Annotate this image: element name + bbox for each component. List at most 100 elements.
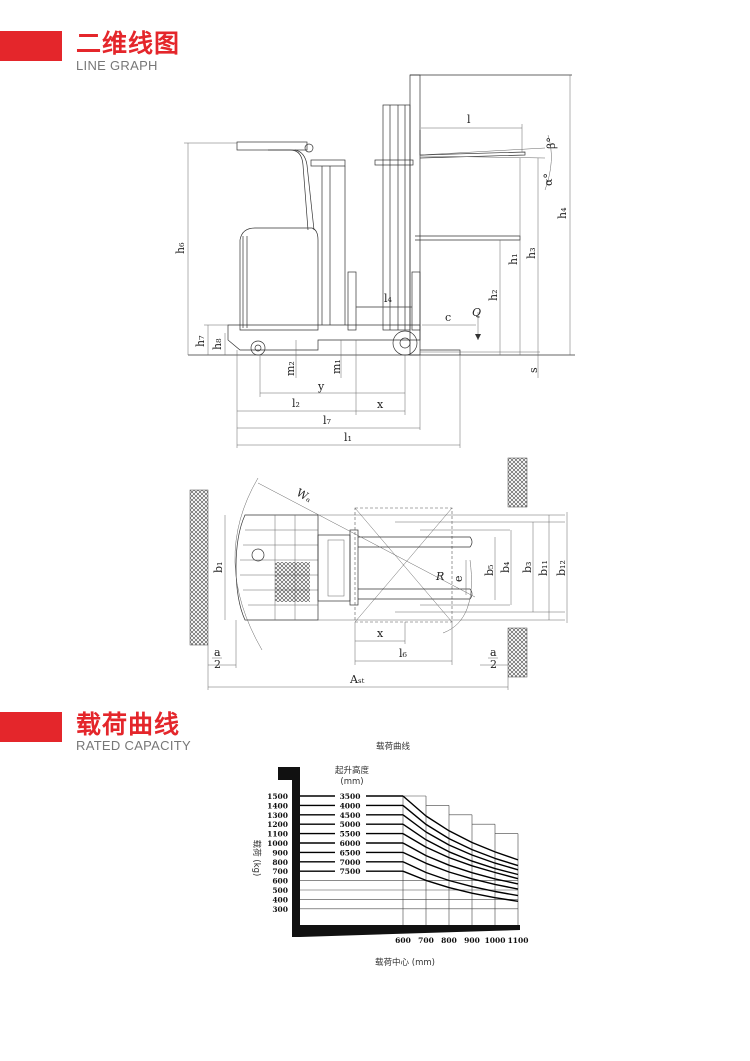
x-axis-label: 载荷中心 (mm) [375, 957, 435, 968]
dim-c: c [445, 311, 451, 324]
load-outline [354, 507, 453, 623]
dim-h2: h₂ [487, 290, 500, 302]
y-tick-label: 900 [272, 848, 288, 857]
load-Q: Q [472, 306, 481, 319]
fork-mid [415, 235, 521, 241]
carriage [317, 534, 351, 602]
x-tick-label: 600 [395, 936, 411, 945]
fork-top-view [358, 536, 473, 548]
dim-l6: l₆ [399, 647, 408, 660]
x-tick-label: 700 [418, 936, 434, 945]
series-label: 4000 [340, 801, 361, 810]
dim-e: e [452, 575, 465, 582]
dim-x: x [377, 398, 384, 411]
series-curve-4500 [402, 814, 519, 871]
y-tick-label: 500 [272, 886, 288, 895]
y-tick-label: 400 [272, 895, 288, 904]
series-curve-5000 [402, 823, 519, 876]
section-title-en: RATED CAPACITY [76, 738, 191, 753]
dim-l2: l₂ [292, 397, 300, 410]
dim-R: R [435, 570, 444, 583]
dim-b12: b₁₂ [555, 560, 568, 576]
side-view-drawing: h₆ h₇ h₈ l h₄ h₃ h₁ h₂ β° α° l₄ c Q s m₂… [174, 74, 575, 448]
dim-a2-right-num: a [490, 646, 497, 659]
y-tick-label: 1000 [267, 839, 288, 848]
series-label: 7500 [340, 867, 361, 876]
aisle-wall-right-top [507, 457, 528, 508]
aisle-wall-left [189, 489, 209, 646]
series-curve-5500 [402, 832, 519, 880]
dim-beta: β° [545, 137, 558, 149]
dim-h3: h₃ [525, 248, 538, 260]
front-wheel [392, 330, 418, 356]
dim-b3: b₃ [521, 562, 534, 573]
series-label: 3500 [340, 792, 361, 801]
dim-a2-right-den: 2 [490, 658, 497, 671]
series-label: 6000 [340, 839, 361, 848]
dim-a2-left-den: 2 [214, 658, 221, 671]
dim-m2: m₂ [284, 361, 297, 376]
y-tick-label: 1100 [267, 830, 288, 839]
chart-title: 载荷曲线 [376, 741, 411, 752]
y-tick-label: 700 [272, 867, 288, 876]
y-tick-label: 1500 [267, 792, 288, 801]
dim-b4: b₄ [499, 561, 512, 573]
x-tick-label: 1100 [508, 936, 529, 945]
dim-l1: l₁ [344, 431, 352, 444]
dim-l: l [467, 113, 471, 126]
dim-alpha: α° [542, 173, 555, 186]
dim-x-top: x [377, 627, 384, 640]
dim-a2-left-num: a [214, 646, 221, 659]
truck-body [239, 227, 319, 331]
y-tick-label: 800 [272, 858, 288, 867]
series-curve-7500 [402, 870, 519, 902]
dim-l4: l₄ [384, 292, 393, 305]
dim-b1: b₁ [212, 562, 225, 573]
y-tick-label: 1400 [267, 801, 288, 810]
dim-h6: h₆ [174, 242, 187, 254]
section-title-cn: 二维线图 [76, 29, 181, 58]
dim-h1: h₁ [507, 254, 520, 266]
dim-s: s [527, 367, 540, 373]
dim-b5: b₅ [483, 565, 496, 576]
y-tick-label: 1200 [267, 820, 288, 829]
series-label: 4500 [340, 811, 361, 820]
series-label: 7000 [340, 858, 361, 867]
y-tick-label: 600 [272, 877, 288, 886]
overhead-guard [236, 141, 308, 151]
legend-unit: (mm) [340, 777, 363, 787]
series-label: 5500 [340, 830, 361, 839]
dim-h4: h₄ [556, 207, 569, 219]
section-accent-bar [0, 712, 62, 742]
fork-lowered [420, 349, 461, 355]
series-curve-3500 [402, 795, 519, 861]
dim-l7: l₇ [323, 414, 332, 427]
y-tick-label: 1300 [267, 811, 288, 820]
section-accent-bar [0, 31, 62, 61]
fork-top-view [358, 588, 473, 600]
y-axis-label: 载荷 (kg) [251, 840, 262, 877]
fork-raised [419, 130, 526, 159]
top-view-drawing: Wₐ R e b₁ b₅ b₄ b₃ b₁₁ b₁₂ x l₆ a 2 a 2 … [189, 457, 568, 690]
dim-h8: h₈ [211, 338, 224, 350]
truck-body-top [235, 514, 319, 621]
dim-Ast: Aₛₜ [349, 673, 365, 686]
dim-m1: m₁ [330, 359, 343, 374]
x-tick-label: 800 [441, 936, 457, 945]
series-curve-7000 [402, 861, 519, 897]
section-title-cn: 载荷曲线 [76, 710, 181, 739]
legend-title: 起升高度 [335, 765, 370, 776]
dim-b11: b₁₁ [537, 560, 550, 576]
dim-y: y [317, 380, 325, 393]
chassis [227, 324, 421, 351]
dim-Wa: Wₐ [294, 486, 314, 505]
aisle-wall-right-bottom [507, 627, 528, 678]
dim-h7: h₇ [194, 335, 207, 347]
series-curve-6000 [402, 842, 519, 885]
series-label: 6500 [340, 848, 361, 857]
x-tick-label: 1000 [485, 936, 506, 945]
series-curve-4000 [402, 804, 519, 867]
series-label: 5000 [340, 820, 361, 829]
